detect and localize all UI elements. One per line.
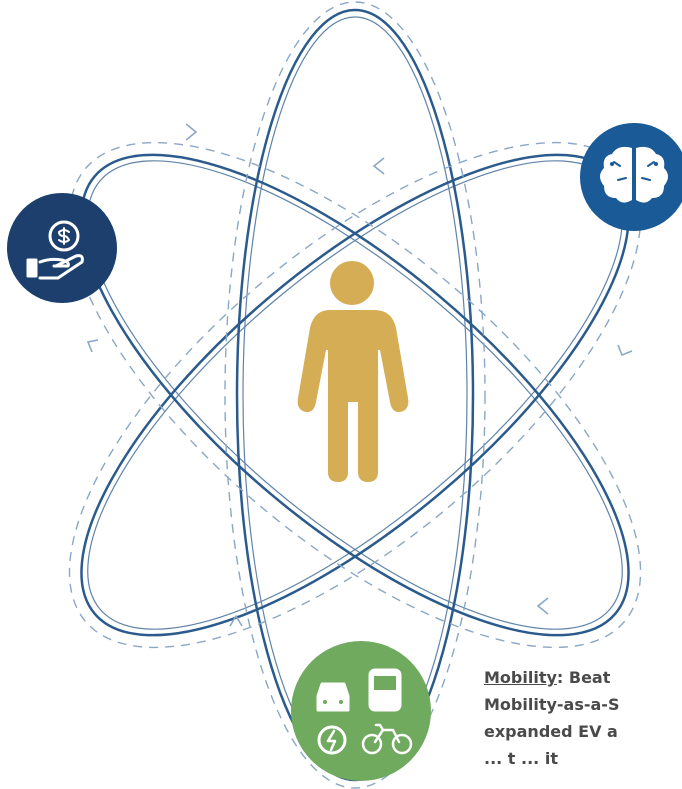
mobility-line-4: ... t ... it xyxy=(484,749,558,768)
mobility-heading-line: Mobility: Beat xyxy=(484,664,682,691)
intelligence-node[interactable] xyxy=(580,123,682,231)
finance-circle xyxy=(7,193,117,303)
arrow-bottom-left xyxy=(229,614,243,627)
mobility-node[interactable] xyxy=(291,641,431,781)
arrow-left xyxy=(86,339,99,353)
diagonal-orbit-a xyxy=(80,153,630,637)
mobility-circle xyxy=(291,641,431,781)
person-figure xyxy=(297,261,409,482)
arrow-top-left xyxy=(185,123,198,141)
arrow-bottom-right xyxy=(536,597,549,615)
person-icon xyxy=(297,310,409,482)
mobility-description: Mobility: Beat Mobility-as-a-S expanded … xyxy=(484,664,682,772)
hand-coin-icon xyxy=(26,220,84,280)
flow-arrows xyxy=(86,123,633,627)
ev-charge-icon xyxy=(317,725,347,755)
person-head xyxy=(330,261,374,305)
brain-icon xyxy=(600,146,668,203)
arrow-right xyxy=(617,344,633,357)
mobility-lead: : Beat xyxy=(556,668,611,687)
mobility-line-2: Mobility-as-a-S xyxy=(484,695,620,714)
mobility-line-3: expanded EV a xyxy=(484,722,618,741)
finance-node[interactable] xyxy=(7,193,117,303)
car-icon xyxy=(316,682,350,712)
car-bus-ev-bike-icon xyxy=(316,668,413,755)
arrow-top-mid xyxy=(372,157,385,175)
mobility-heading: Mobility xyxy=(484,668,557,687)
